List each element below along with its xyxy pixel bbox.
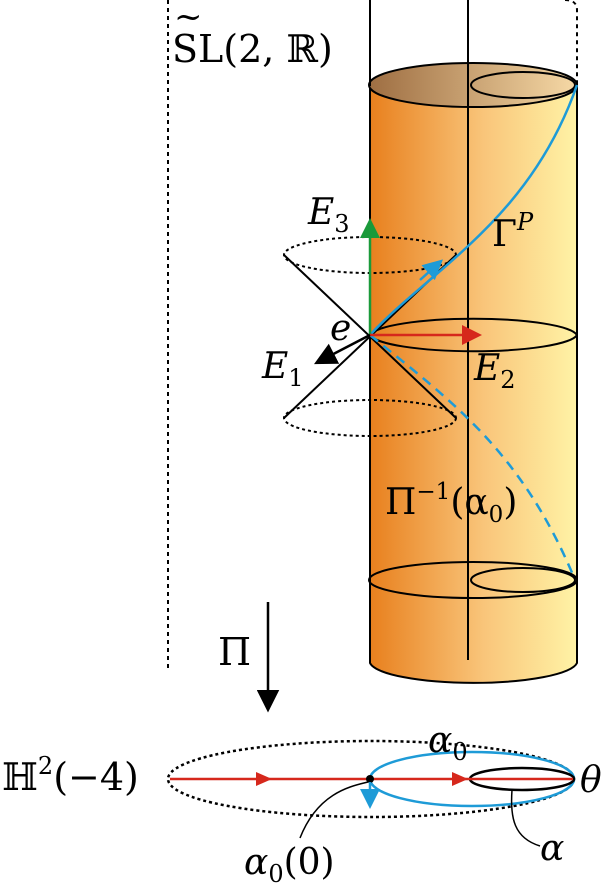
cylinder-body xyxy=(369,84,578,684)
base-point-alpha0-0 xyxy=(366,775,374,783)
projection-label: Π xyxy=(218,630,251,674)
gamma-p-curve xyxy=(369,84,579,336)
red-arrowhead-left xyxy=(256,772,272,786)
sl2r-label: SL(2, ℝ) xyxy=(172,27,333,71)
alpha-leader-line xyxy=(510,789,541,847)
middle-slice-front xyxy=(369,334,578,353)
alpha-label: α xyxy=(540,828,564,869)
alpha0-label: α0 xyxy=(428,720,468,766)
red-arrowhead-right xyxy=(452,772,468,786)
middle-slice-back xyxy=(369,317,578,336)
gamma-p-label: ΓP xyxy=(492,208,534,255)
hyperbolic-plane-label: ℍ2(−4) xyxy=(2,752,139,799)
pi-inverse-alpha0-dashed-curve xyxy=(369,334,575,576)
bottom-slice-inner-circle xyxy=(470,567,576,593)
bottom-slice-circle xyxy=(368,561,578,599)
alpha0-at-0-label: α0(0) xyxy=(244,842,335,888)
e3-label: E3 xyxy=(307,192,350,238)
cylinder-top-inner-circle xyxy=(470,71,576,99)
sl2r-tilde-label: ~ xyxy=(174,0,203,37)
alpha0-0-leader-line xyxy=(299,781,369,839)
e2-label: E2 xyxy=(473,348,516,394)
frame-right-dashed xyxy=(564,0,578,90)
pi-inverse-alpha0-label: Π−1(α0) xyxy=(385,479,517,528)
gamma-p-tangent-arrow xyxy=(419,259,443,281)
cylinder-top xyxy=(368,62,578,108)
theta-label: θ xyxy=(580,760,602,801)
e-point-label: e xyxy=(330,308,351,349)
e1-label: E1 xyxy=(261,346,304,392)
e1-vector xyxy=(314,333,371,365)
